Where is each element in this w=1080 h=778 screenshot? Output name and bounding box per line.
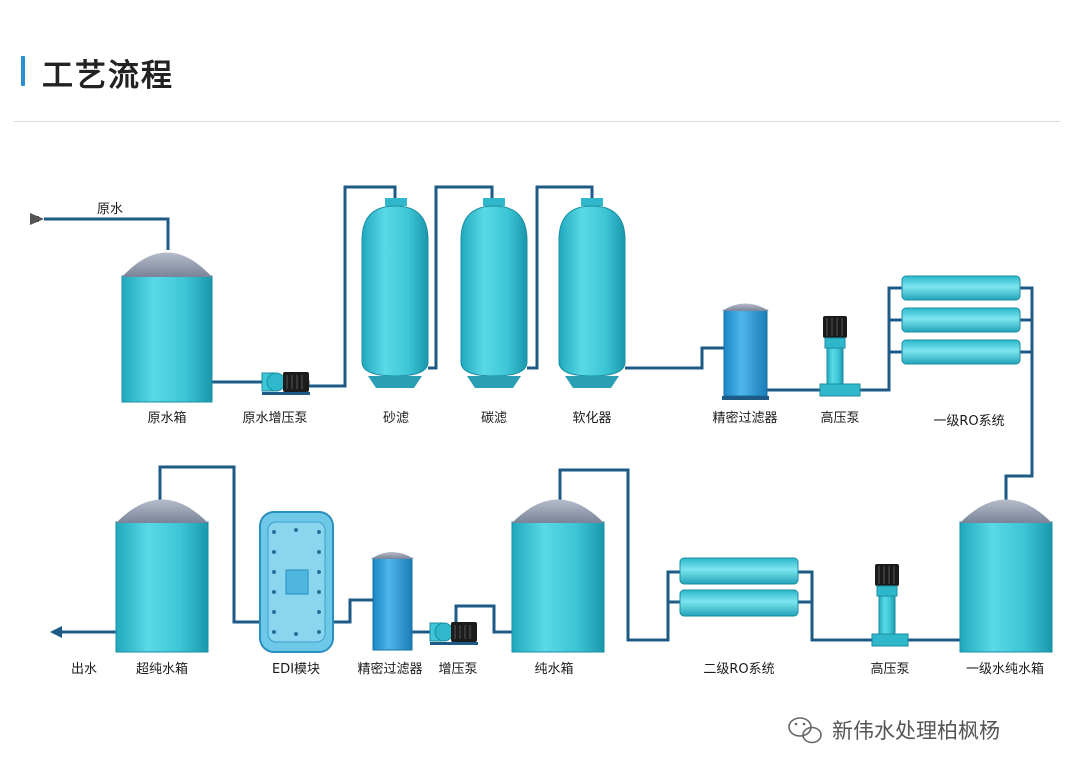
raw-water-pump bbox=[261, 372, 310, 395]
softener-vessel bbox=[558, 198, 626, 388]
label-carbon-filter: 碳滤 bbox=[481, 411, 507, 426]
label-raw-pump: 原水增压泵 bbox=[242, 411, 307, 426]
label-softener: 软化器 bbox=[572, 411, 611, 426]
high-pressure-pump-2 bbox=[871, 564, 909, 647]
high-pressure-pump-1 bbox=[819, 316, 861, 397]
label-hp-pump-2: 高压泵 bbox=[870, 661, 909, 677]
label-ultra-tank: 超纯水箱 bbox=[136, 661, 188, 677]
title-accent-bar bbox=[21, 56, 25, 86]
flow-arrows bbox=[30, 213, 62, 638]
page-title: 工艺流程 bbox=[42, 58, 174, 94]
label-raw-water: 原水 bbox=[97, 202, 123, 217]
booster-pump bbox=[429, 622, 478, 645]
pure-water-tank bbox=[511, 499, 605, 653]
header: 工艺流程 bbox=[0, 0, 1080, 124]
label-pure-tank: 纯水箱 bbox=[534, 661, 573, 677]
label-booster-pump: 增压泵 bbox=[438, 662, 477, 677]
edi-module bbox=[259, 511, 334, 653]
precision-filter-2 bbox=[371, 552, 414, 651]
label-precision-filter-2: 精密过滤器 bbox=[357, 661, 422, 677]
pipes bbox=[44, 185, 1034, 642]
label-hp-pump-1: 高压泵 bbox=[820, 410, 859, 426]
raw-water-tank bbox=[121, 252, 213, 403]
label-ro2: 二级RO系统 bbox=[703, 662, 774, 677]
label-edi: EDI模块 bbox=[272, 662, 320, 677]
outlet-arrow-icon bbox=[50, 626, 62, 638]
label-precision-filter-1: 精密过滤器 bbox=[712, 410, 777, 426]
label-ro1: 一级RO系统 bbox=[933, 414, 1004, 429]
labels: 原水 原水箱 原水增压泵 砂滤 碳滤 软化器 精密过滤器 高压泵 一级RO系统 … bbox=[71, 202, 1044, 677]
ro1-product-tank bbox=[959, 499, 1053, 653]
label-sand-filter: 砂滤 bbox=[383, 411, 409, 426]
ro1-membranes bbox=[901, 275, 1021, 365]
header-divider bbox=[14, 121, 1060, 122]
label-raw-tank: 原水箱 bbox=[147, 410, 186, 426]
watermark-text: 新伟水处理柏枫杨 bbox=[832, 719, 1000, 743]
ultra-pure-water-tank bbox=[115, 499, 209, 653]
ro2-membranes bbox=[679, 557, 799, 617]
sand-filter-vessel bbox=[361, 198, 429, 388]
carbon-filter-vessel bbox=[460, 198, 528, 388]
watermark: 新伟水处理柏枫杨 bbox=[788, 717, 1000, 744]
label-outlet: 出水 bbox=[71, 662, 97, 677]
label-ro1-tank: 一级水纯水箱 bbox=[966, 661, 1044, 677]
precision-filter-1 bbox=[722, 303, 769, 400]
wechat-icon bbox=[788, 717, 822, 744]
